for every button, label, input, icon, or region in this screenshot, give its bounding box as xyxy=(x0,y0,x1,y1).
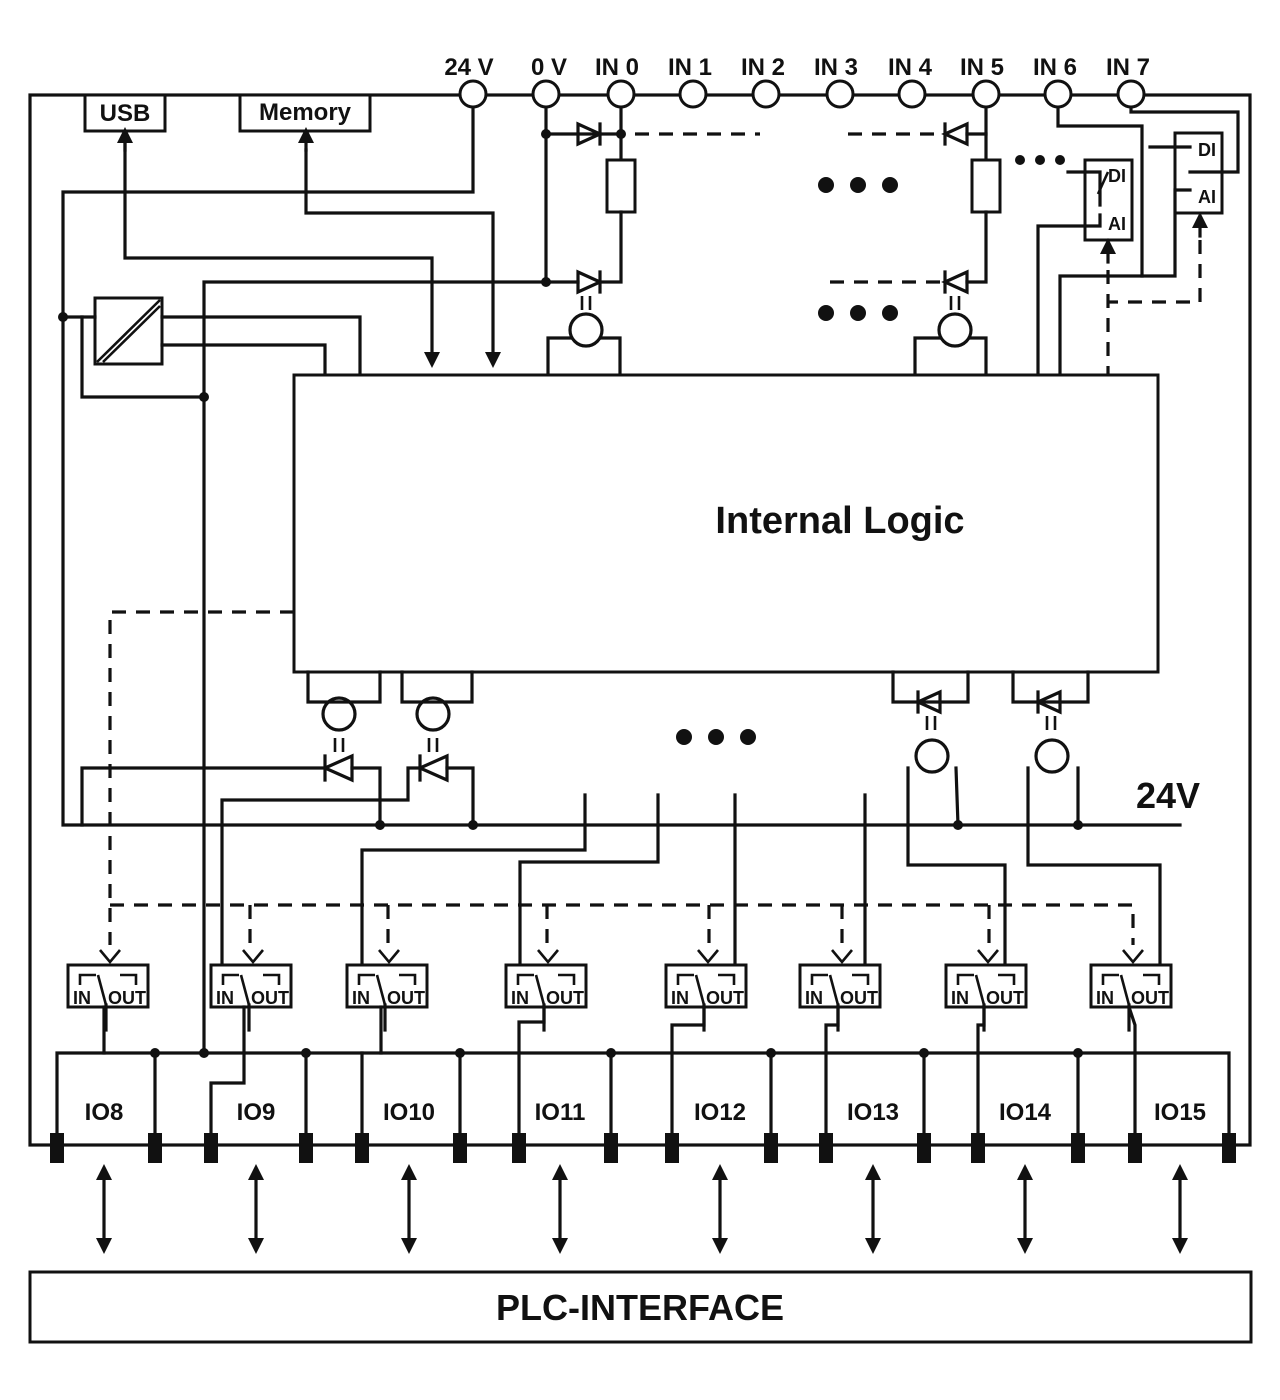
switch-out-label: OUT xyxy=(108,988,146,1008)
terminal-0v xyxy=(531,79,561,109)
ai-label-in6: AI xyxy=(1108,214,1126,234)
terminal-label-in1: IN 1 xyxy=(668,54,712,81)
dc-converter xyxy=(61,296,362,399)
memory-label: Memory xyxy=(259,99,352,126)
terminal-in5 xyxy=(971,79,1001,109)
terminal-label-in6: IN 6 xyxy=(1033,54,1077,81)
channel-switch: IN OUT xyxy=(66,949,150,1032)
input-circuit-in5 xyxy=(830,106,1002,377)
channel-switch: IN OUT xyxy=(1089,949,1173,1032)
channel-switch: IN OUT xyxy=(345,949,429,1032)
terminal-in6 xyxy=(1043,79,1073,109)
terminal-24v xyxy=(458,79,488,109)
terminal-label-in3: IN 3 xyxy=(814,54,858,81)
terminal-label-in0: IN 0 xyxy=(595,54,639,81)
switch-in-label: IN xyxy=(805,988,823,1008)
connector-pin xyxy=(819,1133,833,1163)
di-label-in6: DI xyxy=(1108,166,1126,186)
io-channel-label: IO11 xyxy=(535,1099,586,1126)
connector-pin xyxy=(1071,1133,1085,1163)
channel-switch: IN OUT xyxy=(209,949,293,1032)
terminal-in0 xyxy=(606,79,636,109)
io-channel-label: IO14 xyxy=(999,1099,1052,1126)
connector-pin xyxy=(204,1133,218,1163)
terminal-label-in5: IN 5 xyxy=(960,54,1004,81)
usb-label: USB xyxy=(100,100,151,127)
module-frame xyxy=(28,93,1252,1147)
io-channel-label: IO13 xyxy=(847,1099,899,1126)
switch-in-label: IN xyxy=(671,988,689,1008)
terminal-label-in2: IN 2 xyxy=(741,54,785,81)
connector-pin xyxy=(917,1133,931,1163)
usb-block: USB xyxy=(83,93,167,133)
control-dashes xyxy=(108,610,1135,945)
di-ai-in6: DI AI xyxy=(1036,106,1144,377)
channel-switch: IN OUT xyxy=(504,949,588,1032)
connector-pin xyxy=(50,1133,64,1163)
switch-in-label: IN xyxy=(352,988,370,1008)
connector-pin xyxy=(299,1133,313,1163)
io-rail xyxy=(55,1051,1231,1147)
terminal-label-24v: 24 V xyxy=(444,54,493,81)
io-channel-label: IO15 xyxy=(1154,1099,1206,1126)
switch-out-label: OUT xyxy=(1131,988,1169,1008)
connector-pin xyxy=(355,1133,369,1163)
channel-switch: IN OUT xyxy=(798,949,882,1032)
terminal-in4 xyxy=(897,79,927,109)
connector-pin xyxy=(1128,1133,1142,1163)
plc-interface: PLC-INTERFACE xyxy=(28,1270,1253,1344)
io-channel-label: IO9 xyxy=(237,1099,276,1126)
internal-logic-label: Internal Logic xyxy=(715,500,964,542)
connector-pin xyxy=(1222,1133,1236,1163)
di-ai-in7: DI AI xyxy=(1108,106,1240,304)
top-terminals: 24 V 0 V IN 0 IN 1 IN 2 IN 3 IN 4 IN 5 I… xyxy=(444,54,1150,109)
switch-in-label: IN xyxy=(73,988,91,1008)
switch-in-label: IN xyxy=(511,988,529,1008)
switch-in-label: IN xyxy=(216,988,234,1008)
connector-pin xyxy=(665,1133,679,1163)
di-label-in7: DI xyxy=(1198,140,1216,160)
terminal-in1 xyxy=(678,79,708,109)
channel-feeds xyxy=(360,793,867,977)
switch-in-label: IN xyxy=(951,988,969,1008)
ai-label-in7: AI xyxy=(1198,187,1216,207)
plc-interface-label: PLC-INTERFACE xyxy=(496,1287,784,1328)
output-drivers xyxy=(80,670,1162,977)
connector-pin xyxy=(148,1133,162,1163)
terminal-label-in7: IN 7 xyxy=(1106,54,1150,81)
connector-pin xyxy=(764,1133,778,1163)
io-channel-label: IO10 xyxy=(383,1099,435,1126)
connector-pin xyxy=(604,1133,618,1163)
connector-pin xyxy=(512,1133,526,1163)
switch-out-label: OUT xyxy=(251,988,289,1008)
terminal-in3 xyxy=(825,79,855,109)
channel-switch: IN OUT xyxy=(944,949,1028,1032)
switch-out-label: OUT xyxy=(840,988,878,1008)
io-channel-label: IO8 xyxy=(85,1099,124,1126)
terminal-label-0v: 0 V xyxy=(531,54,567,81)
channel-switches: IN OUT IN OUT IN OUT IN OUT IN OUT IN OUT IN OUT IN OUT xyxy=(66,949,1173,1032)
terminal-in2 xyxy=(751,79,781,109)
channel-switch: IN OUT xyxy=(664,949,748,1032)
io-channel-label: IO12 xyxy=(694,1099,746,1126)
internal-logic-block: Internal Logic xyxy=(292,373,1160,674)
switch-out-label: OUT xyxy=(387,988,425,1008)
connector-pin xyxy=(453,1133,467,1163)
memory-block: Memory xyxy=(238,93,372,133)
bus-24v-label: 24V xyxy=(1136,775,1200,816)
terminal-in7 xyxy=(1116,79,1146,109)
ellipsis-dots xyxy=(676,155,1065,745)
terminal-label-in4: IN 4 xyxy=(888,54,933,81)
switch-out-label: OUT xyxy=(706,988,744,1008)
switch-in-label: IN xyxy=(1096,988,1114,1008)
connector-pin xyxy=(971,1133,985,1163)
io-channels: IO8 IO9 IO10 IO11 IO12 IO13 IO14 IO15 xyxy=(50,1004,1236,1254)
input-circuit-in0 xyxy=(544,106,760,377)
switch-out-label: OUT xyxy=(546,988,584,1008)
switch-out-label: OUT xyxy=(986,988,1024,1008)
